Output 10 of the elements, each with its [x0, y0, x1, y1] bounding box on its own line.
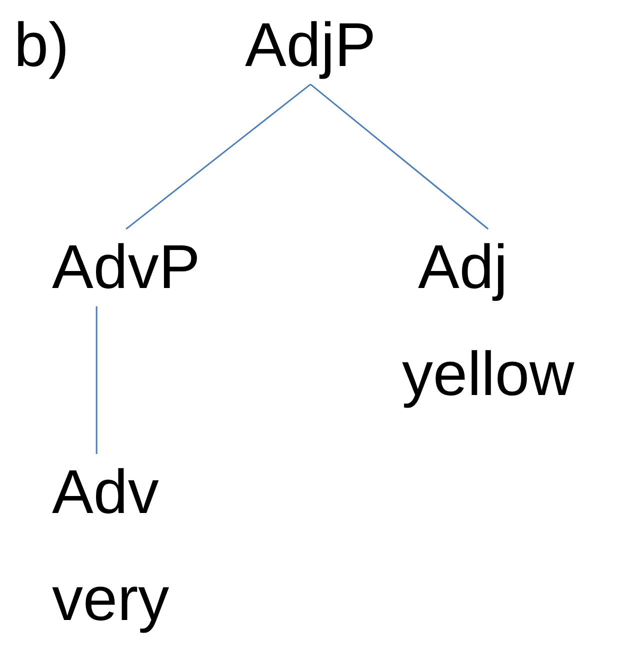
tree-branch-line: [96, 306, 98, 454]
tree-branch-line: [310, 84, 489, 230]
category-label: Adj: [417, 232, 509, 304]
tree-branch-line: [126, 84, 311, 230]
word-label: yellow: [402, 339, 574, 411]
category-label: AdvP: [52, 232, 200, 304]
category-label: AdjP: [245, 10, 376, 82]
word-label: very: [52, 564, 170, 636]
panel-label: b): [14, 10, 70, 82]
category-label: Adv: [52, 457, 160, 528]
